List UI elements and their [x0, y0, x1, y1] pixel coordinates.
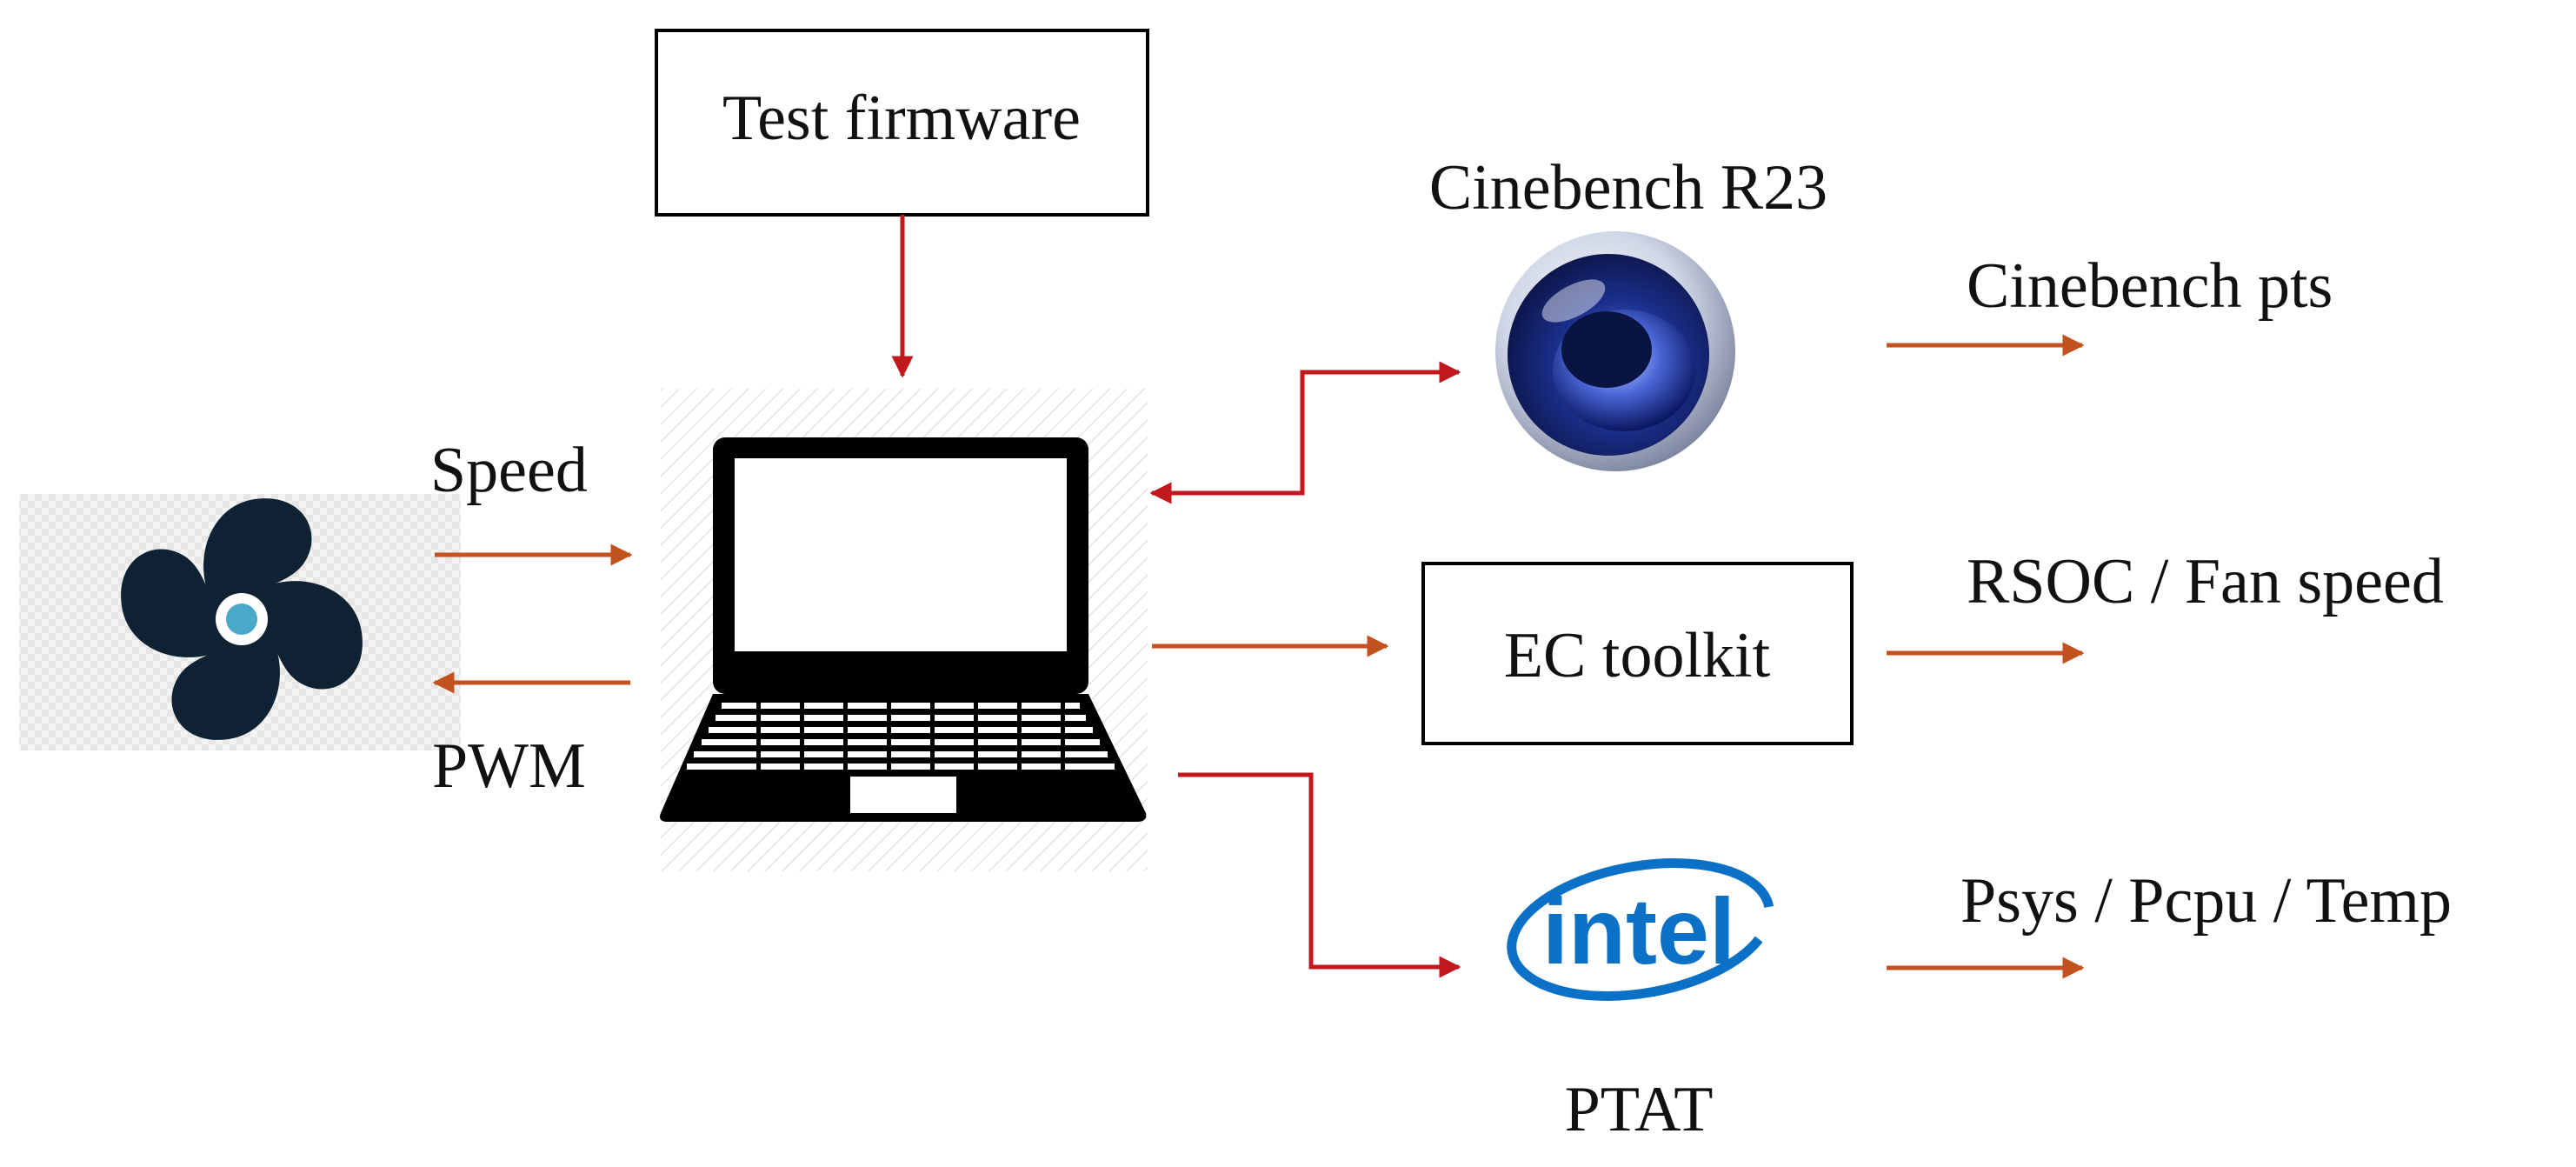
touchpad — [850, 777, 956, 813]
laptop-icon — [660, 437, 1147, 822]
keyboard — [687, 703, 1115, 770]
intel-logo: intel — [1507, 858, 1774, 1001]
fan-panel — [19, 494, 461, 750]
cinebench-r23-label: Cinebench R23 — [1429, 152, 1827, 223]
speed-label: Speed — [430, 435, 588, 506]
test-firmware-label: Test firmware — [722, 83, 1081, 154]
ec-toolkit-label: EC toolkit — [1504, 620, 1771, 691]
rsoc-fan-speed-label: RSOC / Fan speed — [1967, 546, 2444, 617]
intel-wordmark: intel — [1542, 878, 1735, 984]
test-firmware-box: Test firmware — [655, 29, 1149, 217]
laptop-panel — [660, 389, 1148, 871]
laptop-cinebench-connector — [1149, 361, 1461, 504]
fan-icon — [121, 498, 363, 740]
laptop-intel-connector — [1178, 772, 1461, 978]
ptat-label: PTAT — [1565, 1074, 1714, 1145]
pwm-label: PWM — [432, 730, 586, 802]
psys-pcpu-temp-label: Psys / Pcpu / Temp — [1960, 865, 2452, 937]
cinebench-pts-label: Cinebench pts — [1967, 250, 2333, 322]
ec-toolkit-box: EC toolkit — [1421, 562, 1854, 745]
cinebench-logo — [1495, 231, 1735, 471]
